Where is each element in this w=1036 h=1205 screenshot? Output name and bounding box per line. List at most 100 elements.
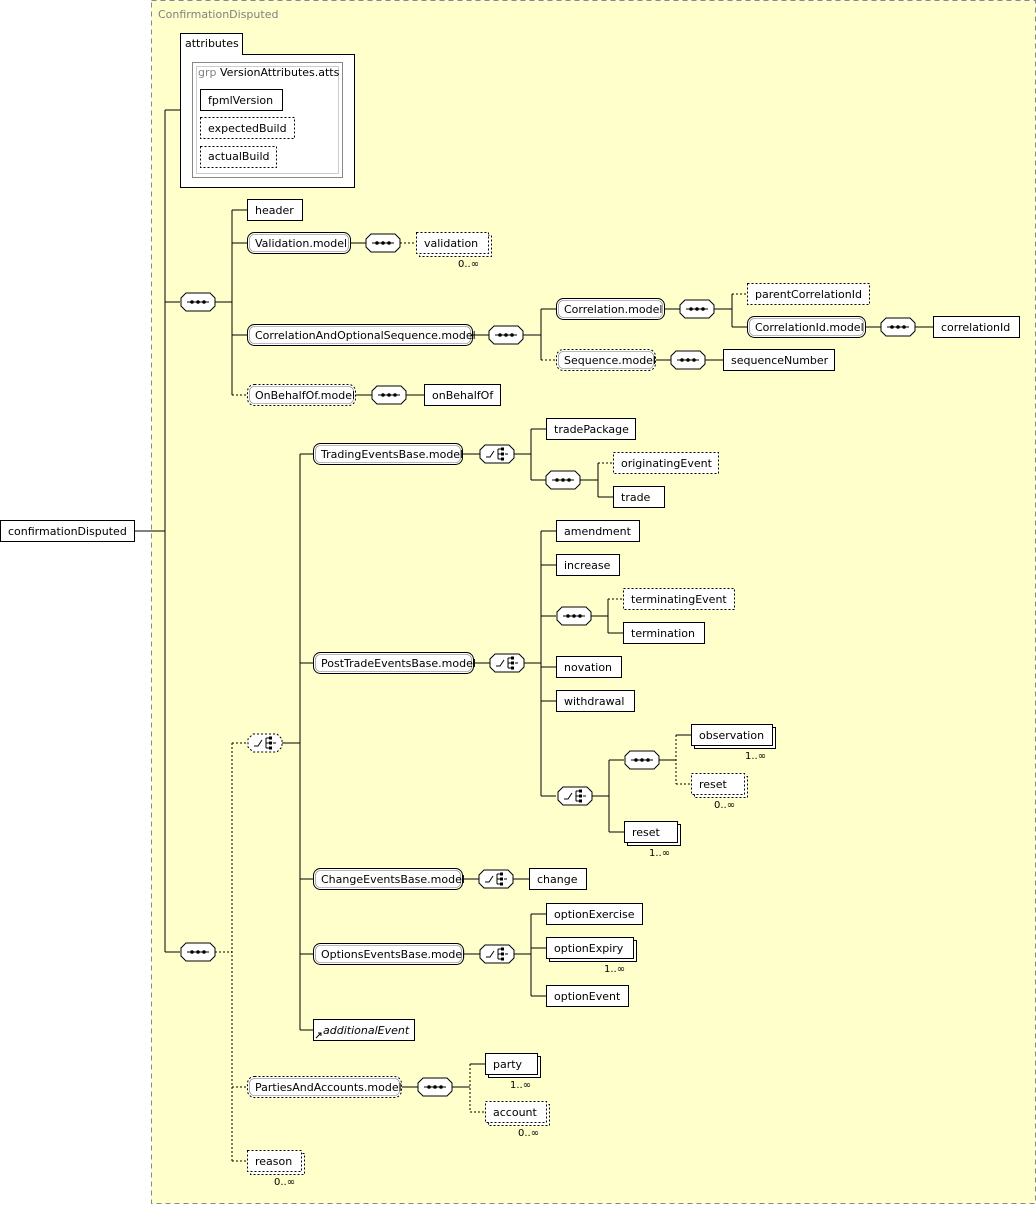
element-nodes: confirmationDisputed headerValidation.mod…: [0, 199, 1020, 1188]
element-change: change: [529, 868, 587, 890]
element-option-event: optionEvent: [546, 985, 629, 1007]
element-parent-correlation-id-label: parentCorrelationId: [755, 288, 862, 301]
element-reset-inner-label: reset: [699, 778, 728, 791]
element-option-expiry-label: optionExpiry: [554, 942, 624, 955]
group-options-events-base-model-label: OptionsEventsBase.model: [321, 948, 465, 961]
element-on-behalf-of-label: onBehalfOf: [432, 389, 494, 402]
element-reset-outer: reset 1..∞: [624, 821, 681, 859]
element-novation: novation: [556, 656, 622, 678]
connector-lines: [135, 109, 933, 1162]
group-name: VersionAttributes.atts: [220, 66, 340, 79]
group-change-events-base-model: ChangeEventsBase.model: [313, 868, 465, 890]
element-additional-event: additionalEvent: [313, 1019, 415, 1041]
element-party-label: party: [493, 1058, 523, 1071]
element-withdrawal: withdrawal: [556, 690, 635, 712]
group-on-behalf-of-model-label: OnBehalfOf.model: [255, 389, 355, 402]
choice-compositor-reset: [557, 786, 593, 806]
type-name: ConfirmationDisputed: [158, 8, 278, 21]
element-termination-label: termination: [631, 627, 695, 640]
element-amendment-label: amendment: [564, 525, 632, 538]
element-correlation-id: correlationId: [933, 316, 1020, 338]
element-originating-event-label: originatingEvent: [621, 457, 713, 470]
element-account-cardinality: 0..∞: [518, 1128, 539, 1139]
choice-compositor-options-events: [479, 944, 515, 964]
element-trade-package: tradePackage: [546, 418, 636, 440]
attributes-panel: attributes grp VersionAttributes.atts fp…: [180, 33, 355, 188]
sequence-compositor-correlation-id: [880, 317, 916, 337]
group-validation-model: Validation.model: [247, 232, 351, 254]
element-increase: increase: [556, 554, 620, 576]
element-option-exercise: optionExercise: [546, 903, 643, 925]
element-observation-label: observation: [699, 729, 764, 742]
element-option-event-label: optionEvent: [554, 990, 621, 1003]
element-option-expiry-cardinality: 1..∞: [604, 964, 625, 975]
group-on-behalf-of-model: OnBehalfOf.model: [247, 384, 356, 406]
group-parties-and-accounts-model-label: PartiesAndAccounts.model: [255, 1081, 402, 1094]
element-originating-event: originatingEvent: [613, 452, 719, 474]
element-account: account 0..∞: [485, 1101, 550, 1139]
group-parties-and-accounts-model: PartiesAndAccounts.model: [247, 1076, 402, 1098]
element-party: party 1..∞: [485, 1053, 541, 1091]
element-change-label: change: [537, 873, 578, 886]
group-correlation-model-label: Correlation.model: [564, 303, 662, 316]
element-terminating-event-label: terminatingEvent: [631, 593, 727, 606]
group-validation-model-label: Validation.model: [255, 237, 347, 250]
group-prefix: grp: [198, 66, 217, 79]
attribute-expectedbuild: expectedBuild: [208, 122, 287, 135]
element-terminating-event: terminatingEvent: [623, 588, 735, 610]
group-correlation-and-optional-sequence-model: CorrelationAndOptionalSequence.model: [247, 324, 476, 346]
root-element-confirmationdisputed: confirmationDisputed: [0, 520, 135, 542]
group-options-events-base-model: OptionsEventsBase.model: [313, 943, 465, 965]
element-account-label: account: [493, 1106, 538, 1119]
attribute-actualbuild: actualBuild: [208, 150, 269, 163]
element-reset-outer-cardinality: 1..∞: [649, 848, 670, 859]
element-parent-correlation-id: parentCorrelationId: [747, 283, 870, 305]
choice-compositor-change-events: [478, 869, 514, 889]
element-header-label: header: [255, 204, 294, 217]
element-sequence-number: sequenceNumber: [723, 349, 835, 371]
sequence-compositor-parties: [417, 1077, 453, 1097]
element-additional-event-label: additionalEvent: [323, 1024, 410, 1037]
attributes-label: attributes: [185, 37, 239, 50]
group-correlation-id-model: CorrelationId.model: [747, 316, 866, 338]
group-post-trade-events-base-model-label: PostTradeEventsBase.model: [321, 657, 476, 670]
sequence-compositor-on-behalf-of: [371, 385, 407, 405]
element-party-cardinality: 1..∞: [510, 1080, 531, 1091]
group-post-trade-events-base-model: PostTradeEventsBase.model: [313, 652, 476, 674]
group-sequence-model-label: Sequence.model: [564, 354, 656, 367]
attribute-fpmlversion: fpmlVersion: [208, 94, 273, 107]
root-element-confirmationdisputed-label: confirmationDisputed: [8, 525, 127, 538]
sequence-compositor-originating-trade: [545, 470, 581, 490]
group-correlation-id-model-label: CorrelationId.model: [755, 321, 864, 334]
sequence-compositor-sequence: [670, 350, 706, 370]
element-increase-label: increase: [564, 559, 611, 572]
element-on-behalf-of: onBehalfOf: [424, 384, 501, 406]
element-validation-cardinality: 0..∞: [458, 259, 479, 270]
element-reset-outer-label: reset: [632, 826, 661, 839]
element-novation-label: novation: [564, 661, 612, 674]
element-trade-package-label: tradePackage: [554, 423, 629, 436]
sequence-compositor-observation: [624, 750, 660, 770]
element-sequence-number-label: sequenceNumber: [731, 354, 829, 367]
group-trading-events-base-model: TradingEventsBase.model: [313, 443, 463, 465]
group-change-events-base-model-label: ChangeEventsBase.model: [321, 873, 465, 886]
element-termination: termination: [623, 622, 705, 644]
sequence-compositor-correlation: [679, 299, 715, 319]
sequence-compositor-correlation-and-sequence: [488, 325, 524, 345]
element-correlation-id-label: correlationId: [941, 321, 1010, 334]
element-reason-cardinality: 0..∞: [274, 1177, 295, 1188]
choice-compositor-events: [247, 733, 283, 753]
element-trade-label: trade: [621, 491, 651, 504]
group-correlation-and-optional-sequence-model-label: CorrelationAndOptionalSequence.model: [255, 329, 476, 342]
sequence-compositor-termination: [556, 606, 592, 626]
element-option-expiry: optionExpiry 1..∞: [546, 937, 637, 975]
element-amendment: amendment: [556, 520, 640, 542]
choice-compositor-post-trade-events: [489, 653, 525, 673]
sequence-compositor-bottom: [180, 942, 216, 962]
element-withdrawal-label: withdrawal: [564, 695, 624, 708]
